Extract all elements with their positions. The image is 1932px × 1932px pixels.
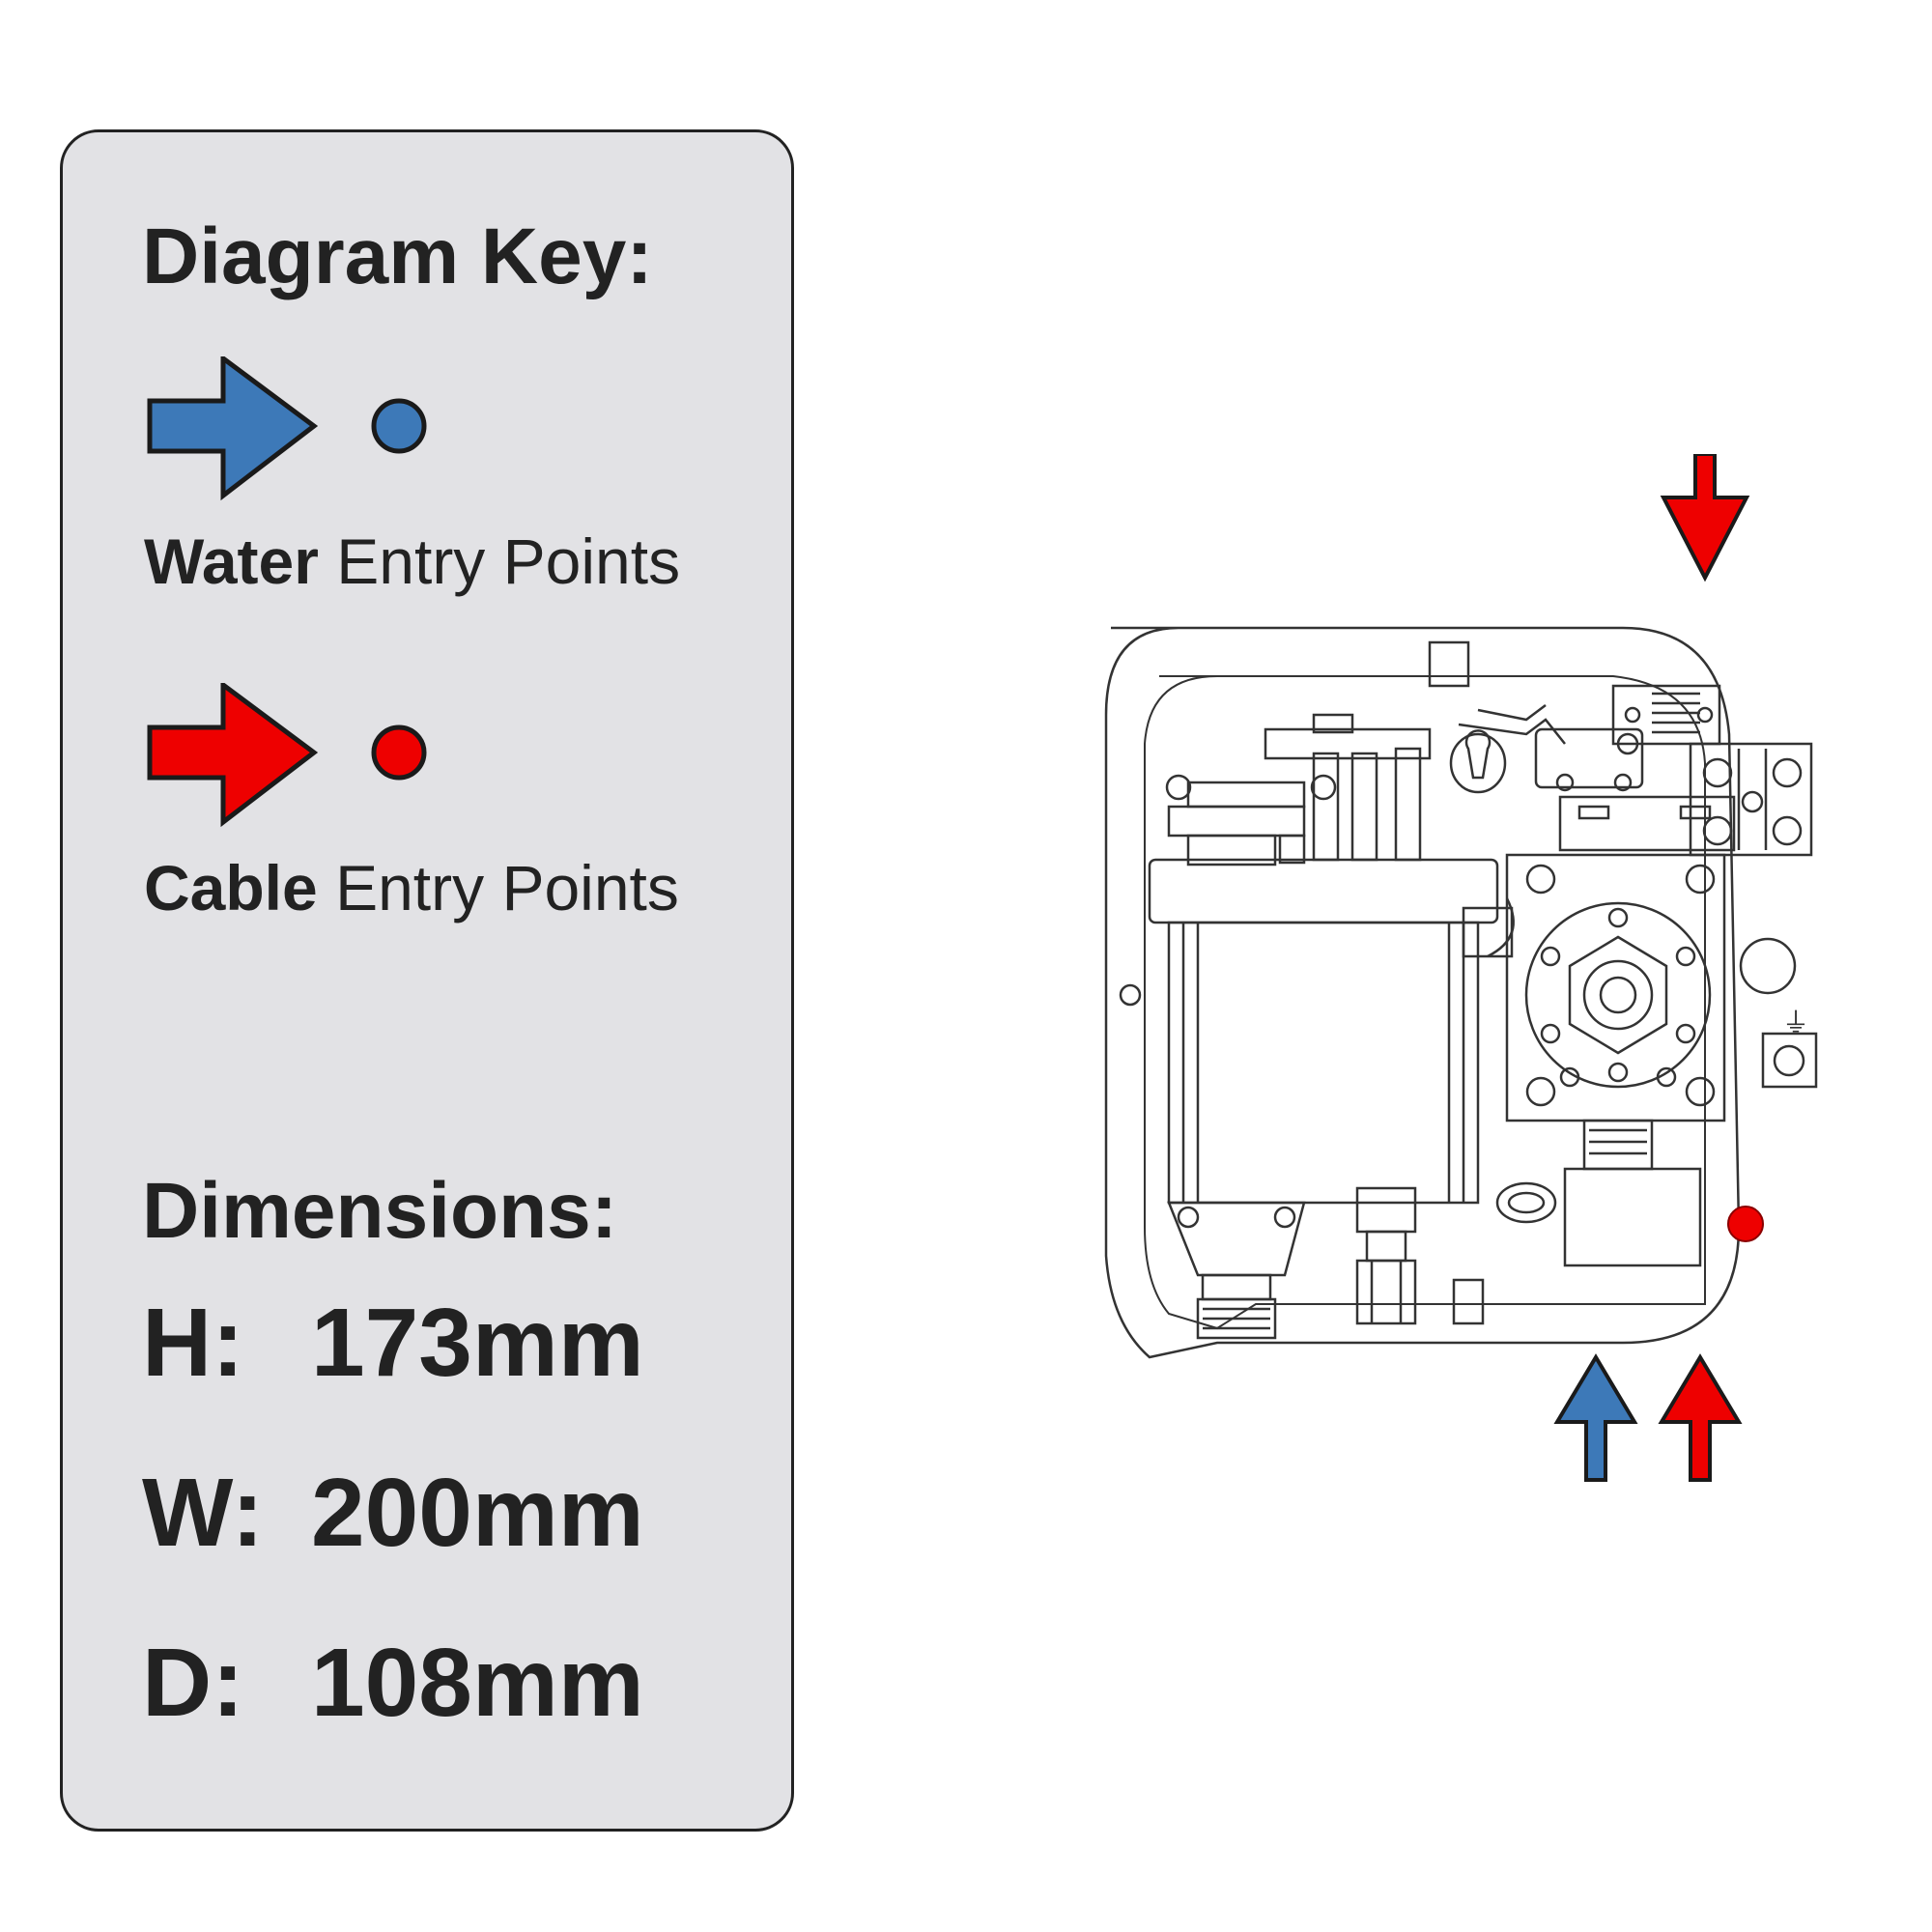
top-tab	[1428, 640, 1470, 688]
dimension-depth: D:108mm	[142, 1629, 644, 1737]
unit-inner-casing	[1144, 675, 1706, 1330]
heater-tank	[1167, 921, 1480, 1205]
shower-unit-diagram: ⏚	[1104, 454, 1818, 1482]
dimensions-heading: Dimensions:	[142, 1167, 618, 1255]
valve-flange	[1524, 901, 1712, 1089]
diagram-key-heading: Diagram Key:	[142, 213, 653, 300]
keyhole-mount	[1449, 732, 1507, 794]
terminal-cover	[1611, 684, 1721, 746]
terminal-block	[1689, 742, 1813, 857]
water-arrow-icon	[147, 356, 427, 501]
heater-tank-cap	[1148, 858, 1499, 924]
cable-arrow-icon	[147, 683, 427, 828]
earth-terminal	[1761, 1032, 1818, 1089]
cable-entry-arrow-bottom	[1658, 1353, 1743, 1482]
dimension-height: H:173mm	[142, 1289, 644, 1397]
unit-outer-casing	[1104, 626, 1741, 1359]
water-entry-arrow-bottom	[1553, 1353, 1638, 1482]
earth-icon: ⏚	[1782, 1007, 1809, 1038]
cable-dot-icon	[371, 724, 427, 781]
water-outlet	[1196, 1297, 1277, 1340]
cable-entry-label: Cable Entry Points	[144, 852, 679, 923]
water-dot-icon	[371, 398, 427, 454]
cable-entry-dot	[1727, 1206, 1764, 1242]
diagram-key-panel: Diagram Key: Water Entry Points Cable En…	[60, 129, 794, 1832]
microswitch	[1534, 727, 1644, 789]
dimension-width: W:200mm	[142, 1459, 644, 1567]
cable-entry-arrow-top	[1660, 454, 1750, 582]
water-entry-label: Water Entry Points	[144, 526, 681, 597]
